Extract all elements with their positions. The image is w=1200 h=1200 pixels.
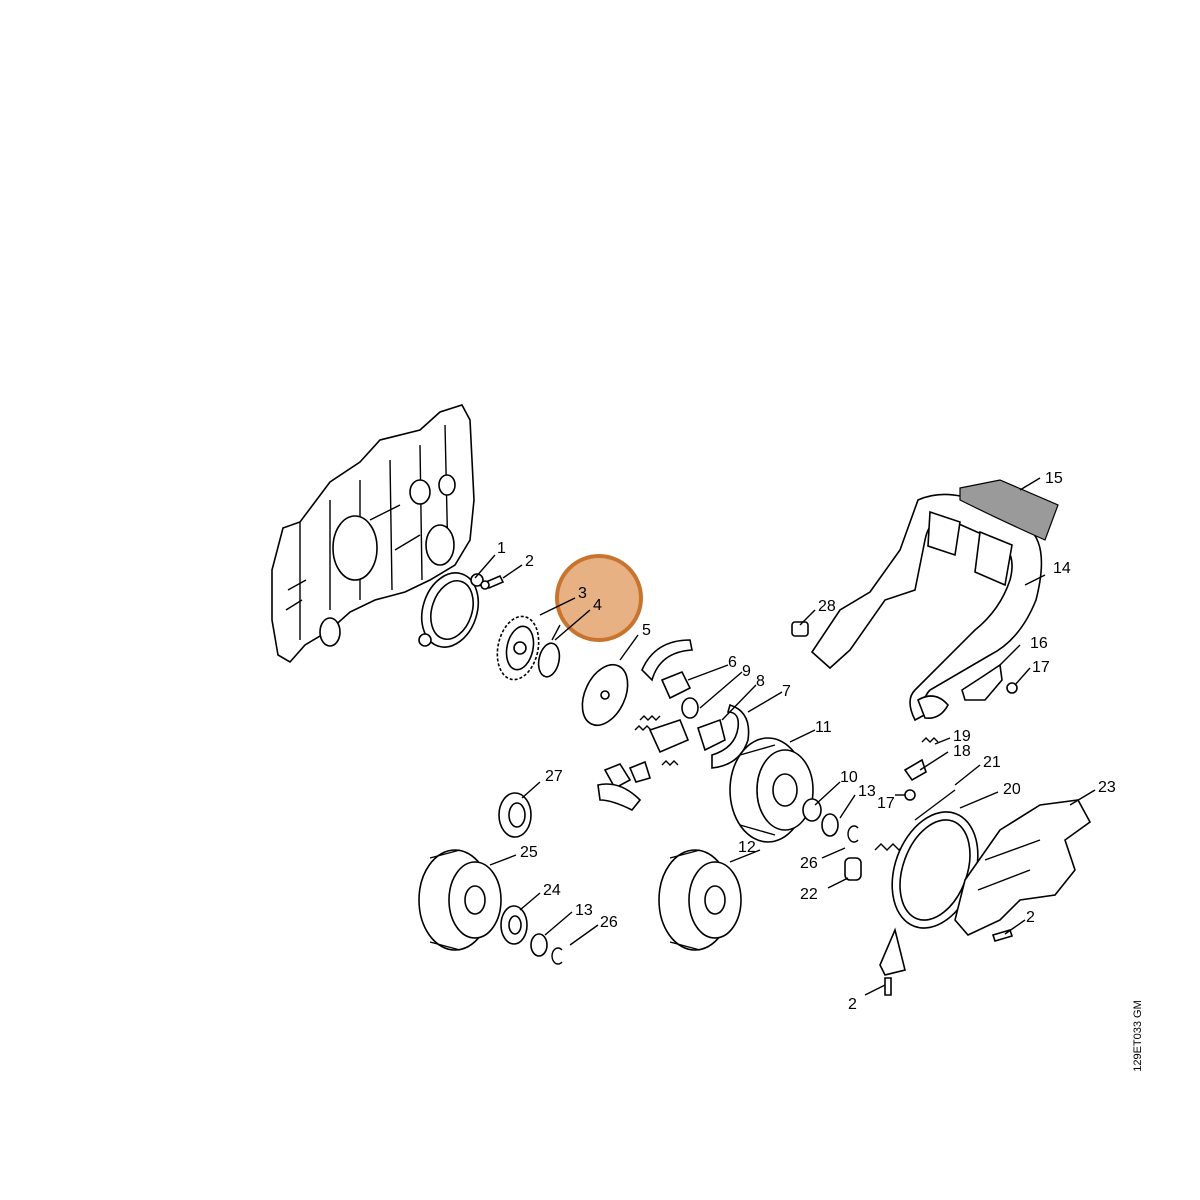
part-24-rim-sprocket bbox=[500, 905, 528, 945]
label-18: 18 bbox=[953, 743, 971, 760]
label-11: 11 bbox=[815, 719, 832, 736]
part-22-bushing bbox=[844, 857, 862, 881]
callout-labels: 1 2 3 4 5 6 9 8 7 11 10 13 15 14 28 16 1… bbox=[497, 470, 1116, 1013]
label-15: 15 bbox=[1045, 470, 1063, 487]
label-26b: 26 bbox=[600, 914, 618, 931]
clutch-shoe-upper bbox=[641, 639, 693, 682]
label-6: 6 bbox=[728, 654, 737, 671]
part-17-nut bbox=[1006, 682, 1018, 694]
diagram-code: 129ET033 GM bbox=[1132, 1000, 1144, 1072]
label-14: 14 bbox=[1053, 560, 1071, 577]
clutch-springs bbox=[597, 715, 690, 812]
part-15-label-pad bbox=[959, 479, 1059, 541]
label-13b: 13 bbox=[575, 902, 593, 919]
part-9-washer bbox=[681, 697, 699, 719]
label-16: 16 bbox=[1030, 635, 1048, 652]
label-10: 10 bbox=[840, 769, 858, 786]
label-17b: 17 bbox=[877, 795, 895, 812]
label-17: 17 bbox=[1032, 659, 1050, 676]
part-6-clutch-carrier bbox=[660, 670, 692, 700]
label-28: 28 bbox=[818, 598, 836, 615]
label-20: 20 bbox=[1003, 781, 1021, 798]
label-22: 22 bbox=[800, 886, 818, 903]
label-3: 3 bbox=[578, 585, 587, 602]
label-8: 8 bbox=[756, 673, 765, 690]
label-24: 24 bbox=[543, 882, 561, 899]
label-5: 5 bbox=[642, 622, 651, 639]
part-3-oil-pump-gear bbox=[496, 615, 540, 681]
part-14-hand-guard bbox=[810, 493, 1043, 722]
part-16-lever bbox=[961, 663, 1003, 701]
part-8-clutch-carrier bbox=[697, 718, 726, 752]
part-7-clutch-shoe bbox=[711, 703, 750, 769]
label-25: 25 bbox=[520, 844, 538, 861]
leader-lines bbox=[474, 477, 1096, 996]
label-23: 23 bbox=[1098, 779, 1116, 796]
part-26-e-clip bbox=[847, 825, 859, 843]
label-1: 1 bbox=[497, 540, 506, 557]
label-12: 12 bbox=[738, 839, 756, 856]
label-13: 13 bbox=[858, 783, 876, 800]
part-2-screw bbox=[480, 574, 505, 590]
label-2c: 2 bbox=[1026, 909, 1035, 926]
label-2: 2 bbox=[525, 553, 534, 570]
crankcase-housing bbox=[271, 404, 475, 664]
label-26: 26 bbox=[800, 855, 818, 872]
label-19: 19 bbox=[953, 728, 971, 745]
part-25-clutch-drum bbox=[418, 849, 502, 951]
label-27: 27 bbox=[545, 768, 563, 785]
part-27-rim-sprocket bbox=[498, 792, 532, 838]
part-13-washer bbox=[821, 813, 839, 837]
part-4-spring-ring bbox=[537, 624, 561, 678]
part-23-sprocket-cover bbox=[954, 799, 1092, 936]
label-4: 4 bbox=[593, 597, 602, 614]
part-26-e-clip-lower bbox=[551, 947, 563, 965]
label-2b: 2 bbox=[848, 996, 857, 1013]
part-17-nut-mid bbox=[904, 789, 916, 801]
part-1-seal-ring bbox=[418, 572, 484, 648]
screw-bottom bbox=[884, 977, 892, 996]
part-13-washer-lower bbox=[530, 933, 548, 957]
part-12-clutch-drum bbox=[658, 849, 742, 951]
part-5-washer bbox=[581, 663, 629, 727]
highlight-marker bbox=[555, 554, 643, 642]
part-18-lever bbox=[903, 758, 927, 782]
part-19-spring-clip bbox=[921, 737, 939, 743]
part-28-pin bbox=[791, 621, 809, 637]
label-7: 7 bbox=[782, 683, 791, 700]
part-11-clutch-drum bbox=[729, 737, 814, 843]
label-9: 9 bbox=[742, 663, 751, 680]
label-21: 21 bbox=[983, 754, 1001, 771]
